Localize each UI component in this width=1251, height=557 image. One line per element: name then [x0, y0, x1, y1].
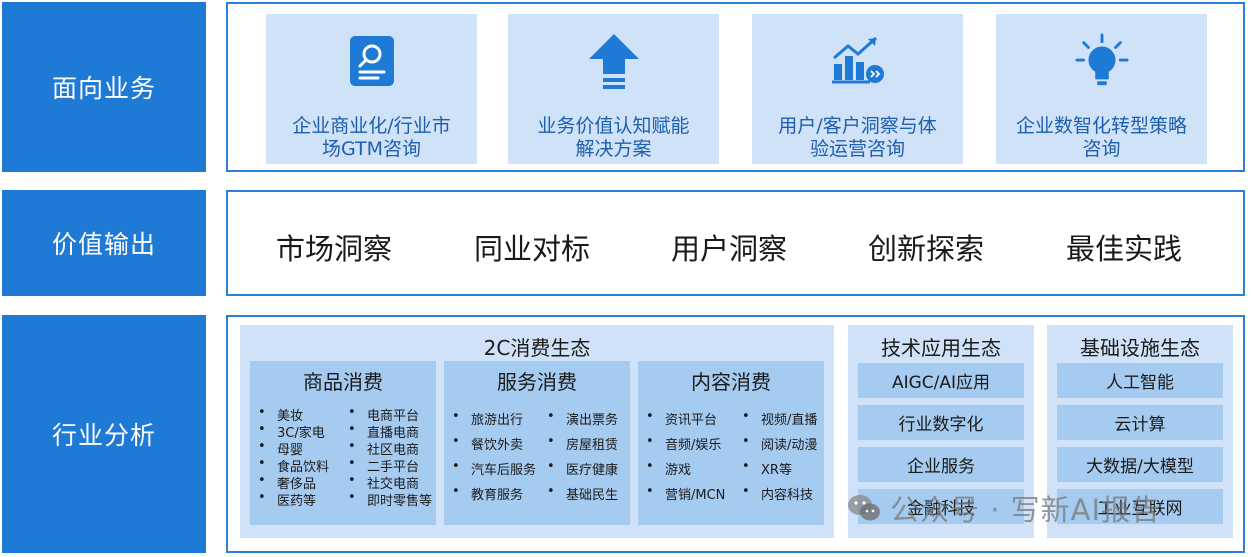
list-item: 美妆 [258, 405, 303, 424]
row-label-value: 价值输出 [2, 190, 206, 296]
goods-consumption-panel: 商品消费 美妆 3C/家电 母婴 食品饮料 奢侈品 医药等 电商平台 直播电商 … [250, 361, 436, 525]
list-item: 电商平台 [348, 405, 419, 424]
list-item: 游戏 [646, 459, 691, 478]
tech-item: AIGC/AI应用 [858, 363, 1024, 398]
value-item: 市场洞察 [276, 232, 393, 266]
infra-item: 人工智能 [1057, 363, 1223, 398]
service-consumption-panel: 服务消费 旅游出行 餐饮外卖 汽车后服务 教育服务 演出票务 房屋租赁 医疗健康… [444, 361, 630, 525]
wechat-icon [848, 495, 880, 521]
list-item: 母婴 [258, 439, 303, 458]
growth-chart-icon [830, 33, 886, 89]
business-card-insight: 用户/客户洞察与体验运营咨询 [752, 14, 963, 164]
list-item: 演出票务 [547, 409, 618, 428]
infra-ecosystem-title: 基础设施生态 [1080, 336, 1200, 360]
goods-consumption-title: 商品消费 [303, 370, 383, 394]
value-frame: 市场洞察 同业对标 用户洞察 创新探索 最佳实践 [226, 190, 1245, 296]
business-card-text: 企业数智化转型策略咨询 [1015, 115, 1187, 160]
list-item: 即时零售等 [348, 490, 432, 509]
list-item: XR等 [742, 459, 792, 478]
infra-ecosystem-panel: 基础设施生态 人工智能 云计算 大数据/大模型 工业互联网 [1047, 325, 1233, 538]
row-label-industry: 行业分析 [2, 315, 206, 553]
tech-item: 行业数字化 [858, 405, 1024, 440]
document-search-icon [344, 33, 400, 89]
list-item: 直播电商 [348, 422, 419, 441]
content-consumption-title: 内容消费 [691, 370, 771, 394]
business-card-text: 企业商业化/行业市场GTM咨询 [292, 115, 451, 160]
value-item: 创新探索 [868, 232, 985, 266]
list-item: 3C/家电 [258, 422, 325, 441]
content-consumption-panel: 内容消费 资讯平台 音频/娱乐 游戏 营销/MCN 视频/直播 阅读/动漫 XR… [638, 361, 824, 525]
list-item: 汽车后服务 [452, 459, 536, 478]
list-item: 食品饮料 [258, 456, 329, 475]
industry-frame: 2C消费生态 商品消费 美妆 3C/家电 母婴 食品饮料 奢侈品 医药等 电商平… [226, 315, 1245, 553]
list-item: 社区电商 [348, 439, 419, 458]
list-item: 二手平台 [348, 456, 419, 475]
list-item: 音频/娱乐 [646, 434, 721, 453]
list-item: 社交电商 [348, 473, 419, 492]
business-card-text: 业务价值认知赋能解决方案 [537, 115, 690, 160]
consumer-ecosystem-panel: 2C消费生态 商品消费 美妆 3C/家电 母婴 食品饮料 奢侈品 医药等 电商平… [240, 325, 834, 538]
tech-item: 金融科技 [858, 489, 1024, 524]
infra-item: 云计算 [1057, 405, 1223, 440]
business-card-text: 用户/客户洞察与体验运营咨询 [778, 115, 937, 160]
service-consumption-title: 服务消费 [497, 370, 577, 394]
business-card-gtm: 企业商业化/行业市场GTM咨询 [266, 14, 477, 164]
business-card-digital: 企业数智化转型策略咨询 [996, 14, 1207, 164]
tech-ecosystem-title: 技术应用生态 [881, 336, 1001, 360]
infra-item: 大数据/大模型 [1057, 447, 1223, 482]
row-label-business: 面向业务 [2, 2, 206, 172]
list-item: 餐饮外卖 [452, 434, 523, 453]
list-item: 教育服务 [452, 484, 523, 503]
list-item: 医疗健康 [547, 459, 618, 478]
list-item: 资讯平台 [646, 409, 717, 428]
business-card-enablement: 业务价值认知赋能解决方案 [508, 14, 719, 164]
lightbulb-icon [1074, 33, 1130, 89]
watermark-text: 公众号 · 写新AI报告 [890, 493, 1162, 527]
value-item: 同业对标 [474, 232, 591, 266]
infra-item: 工业互联网 [1057, 489, 1223, 524]
upload-arrow-icon [586, 33, 642, 89]
list-item: 内容科技 [742, 484, 813, 503]
tech-ecosystem-panel: 技术应用生态 AIGC/AI应用 行业数字化 企业服务 金融科技 [848, 325, 1034, 538]
value-item: 用户洞察 [671, 232, 788, 266]
list-item: 房屋租赁 [547, 434, 618, 453]
watermark: 公众号 · 写新AI报告 [846, 488, 1161, 528]
list-item: 旅游出行 [452, 409, 523, 428]
list-item: 营销/MCN [646, 484, 725, 503]
value-item: 最佳实践 [1066, 232, 1183, 266]
list-item: 奢侈品 [258, 473, 316, 492]
tech-item: 企业服务 [858, 447, 1024, 482]
list-item: 基础民生 [547, 484, 618, 503]
list-item: 阅读/动漫 [742, 434, 817, 453]
list-item: 视频/直播 [742, 409, 817, 428]
list-item: 医药等 [258, 490, 316, 509]
consumer-ecosystem-title: 2C消费生态 [483, 336, 591, 360]
business-frame: 企业商业化/行业市场GTM咨询 业务价值认知赋能解决方案 [226, 2, 1245, 172]
